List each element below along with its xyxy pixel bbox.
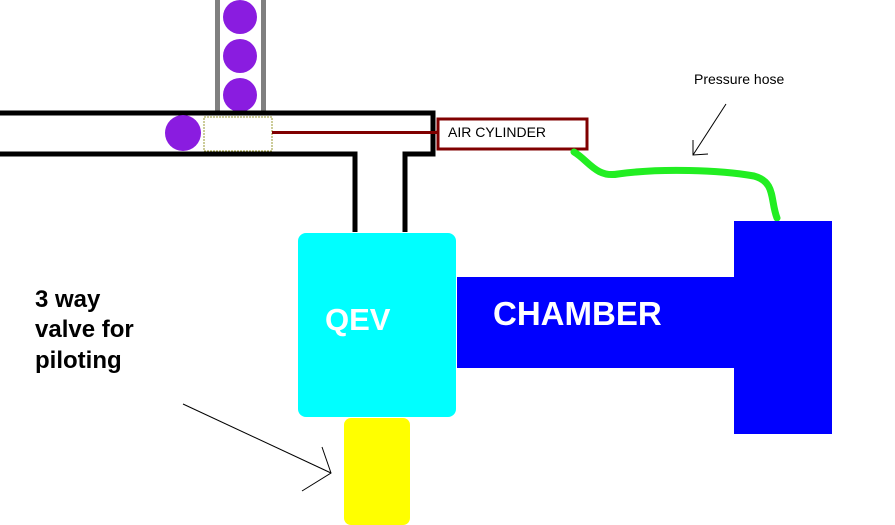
pressure-hose-label: Pressure hose — [694, 71, 784, 87]
valve-label-line-1: 3 way — [35, 286, 101, 313]
arrow-icon — [692, 103, 727, 156]
air-cylinder-label: AIR CYLINDER — [448, 124, 546, 140]
air-cylinder-box — [436, 117, 589, 151]
bolt-piston — [203, 116, 273, 152]
qev-box — [298, 233, 456, 417]
purple-ball-icon — [165, 115, 201, 151]
barrel-lower-wall — [0, 151, 358, 232]
purple-ball-icon — [223, 39, 257, 73]
valve-label-line-2: valve for — [35, 316, 134, 343]
three-way-valve — [344, 418, 410, 525]
magazine-right-wall — [261, 0, 266, 112]
barrel-upper-wall — [0, 110, 436, 232]
qev-label: QEV — [325, 302, 391, 337]
chamber-label: CHAMBER — [493, 295, 662, 332]
ball-magazine — [215, 0, 266, 112]
chamber-end — [734, 221, 832, 434]
arrow-icon — [182, 403, 332, 492]
barrel-pipe — [0, 110, 436, 232]
purple-ball-icon — [223, 0, 257, 34]
purple-ball-icon — [223, 78, 257, 112]
valve-label-line-3: piloting — [35, 347, 122, 374]
magazine-left-wall — [215, 0, 220, 112]
air-cylinder-rod — [272, 131, 438, 134]
pressure-hose — [570, 148, 781, 222]
